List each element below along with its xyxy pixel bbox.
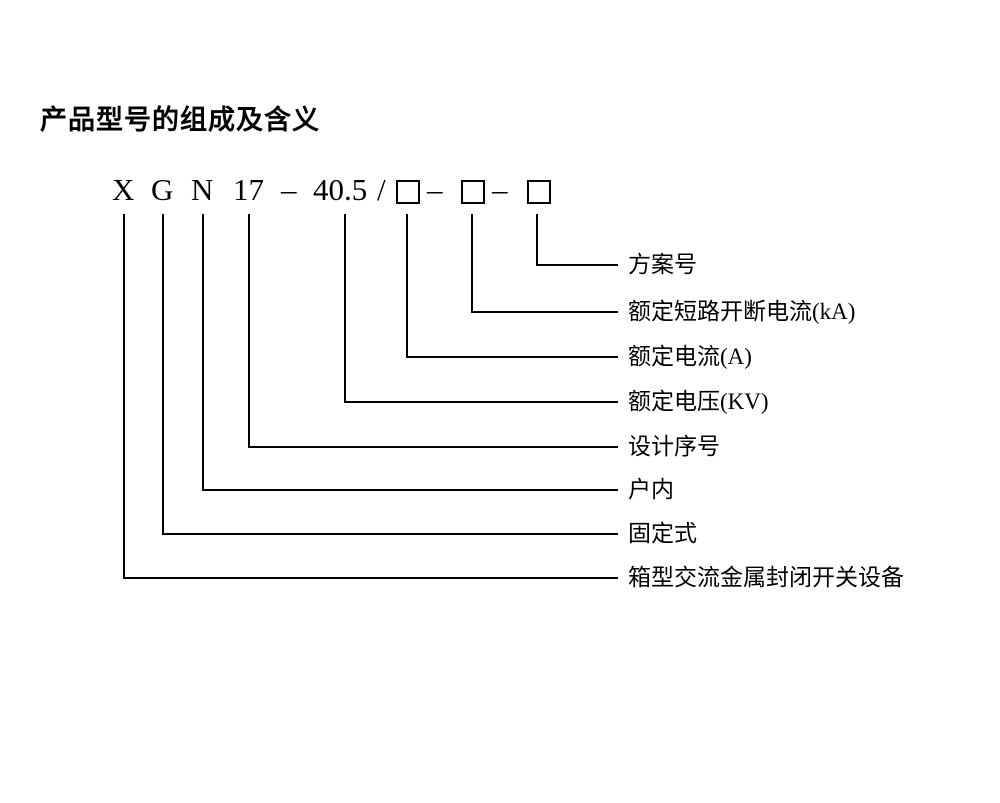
label-rated-voltage: 额定电压(KV) bbox=[628, 389, 769, 414]
label-design-serial: 设计序号 bbox=[628, 434, 720, 459]
connector-breaking-current bbox=[471, 214, 618, 313]
placeholder-box-scheme-icon bbox=[527, 180, 551, 204]
model-char-n: N bbox=[191, 172, 214, 207]
connector-switchgear bbox=[123, 214, 618, 579]
label-breaking-current: 额定短路开断电流(kA) bbox=[628, 299, 856, 324]
page-title: 产品型号的组成及含义 bbox=[40, 105, 320, 135]
model-char-x: X bbox=[112, 172, 135, 207]
label-rated-current: 额定电流(A) bbox=[628, 344, 752, 369]
connector-rated-current bbox=[406, 214, 618, 358]
model-voltage-value: 40.5 bbox=[313, 172, 368, 207]
connector-scheme bbox=[536, 214, 618, 266]
model-slash: / bbox=[377, 172, 386, 207]
label-scheme: 方案号 bbox=[628, 252, 697, 277]
label-switchgear: 箱型交流金属封闭开关设备 bbox=[628, 565, 904, 590]
connector-design-serial bbox=[248, 214, 618, 448]
connector-fixed-type bbox=[162, 214, 618, 535]
model-dash-3: – bbox=[492, 172, 508, 207]
model-dash-2: – bbox=[427, 172, 443, 207]
placeholder-box-breaking-current-icon bbox=[461, 180, 485, 204]
model-serial-number: 17 bbox=[233, 172, 264, 207]
model-dash-1: – bbox=[281, 172, 297, 207]
label-indoor: 户内 bbox=[628, 477, 674, 502]
placeholder-box-current-icon bbox=[396, 180, 420, 204]
model-char-g: G bbox=[151, 172, 174, 207]
connector-rated-voltage bbox=[344, 214, 618, 403]
connector-indoor bbox=[202, 214, 618, 491]
label-fixed-type: 固定式 bbox=[628, 521, 697, 546]
